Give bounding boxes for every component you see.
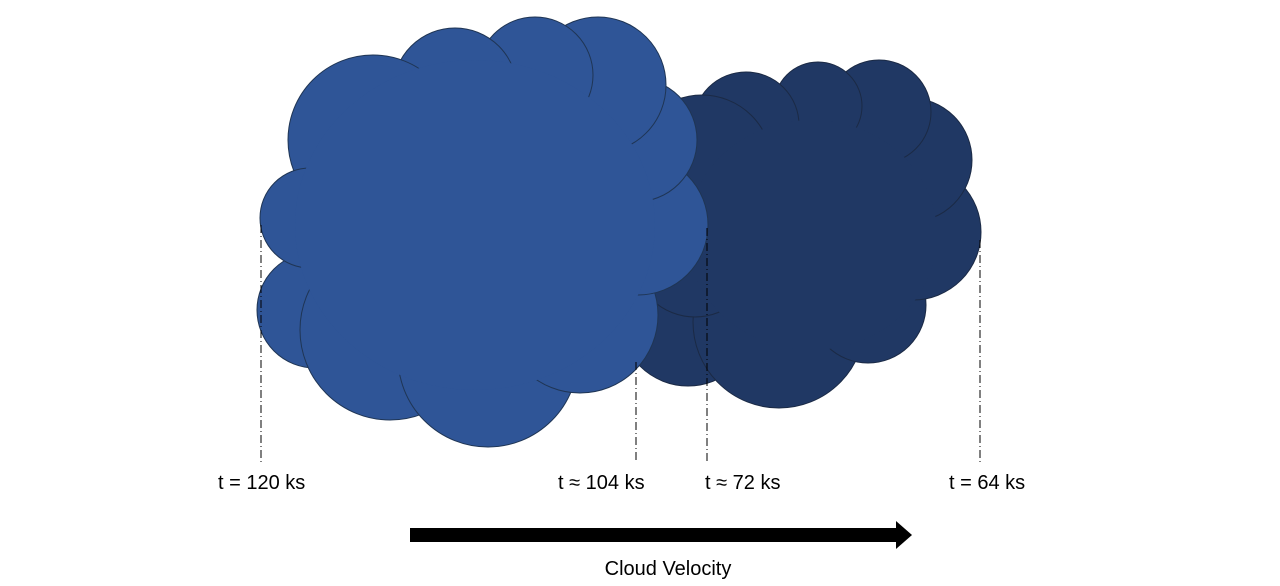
time-label-64ks: t = 64 ks xyxy=(949,472,1025,494)
velocity-arrow-head xyxy=(896,521,912,549)
trailing-cloud xyxy=(256,16,709,448)
velocity-caption: Cloud Velocity xyxy=(605,558,732,580)
time-marker-lines xyxy=(260,225,981,462)
time-label-104ks: t ≈ 104 ks xyxy=(558,472,645,494)
velocity-arrow xyxy=(410,521,912,549)
time-label-120ks: t = 120 ks xyxy=(218,472,305,494)
velocity-arrow-shaft xyxy=(410,528,898,542)
time-labels: t = 120 ks t ≈ 104 ks t ≈ 72 ks t = 64 k… xyxy=(218,472,1025,494)
time-label-72ks: t ≈ 72 ks xyxy=(705,472,780,494)
